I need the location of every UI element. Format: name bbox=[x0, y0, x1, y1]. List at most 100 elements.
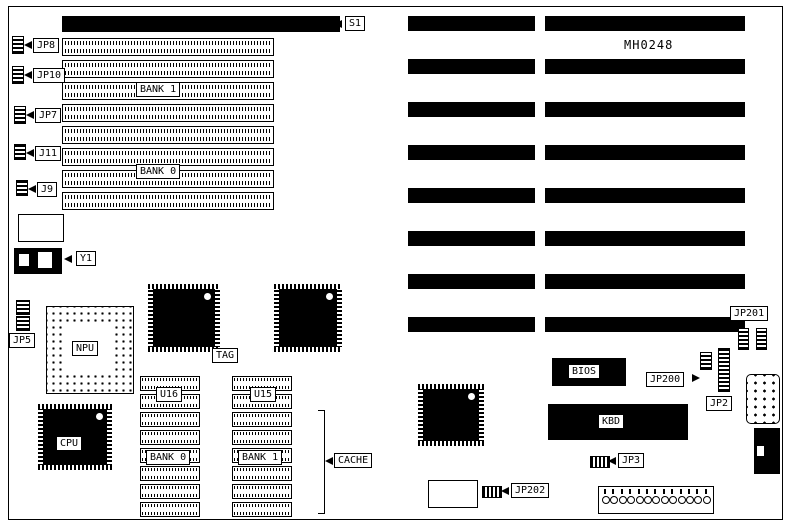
isa-slot-segment bbox=[408, 16, 535, 31]
s1-switch-bar bbox=[62, 16, 340, 32]
power-connector bbox=[746, 374, 780, 424]
cache-socket bbox=[232, 502, 292, 517]
cache-bank1-label: BANK 1 bbox=[238, 450, 283, 465]
header-pin bbox=[618, 496, 627, 504]
qfp-chip bbox=[418, 384, 484, 446]
j11-jumper-icon bbox=[14, 144, 26, 160]
cpu-label: CPU bbox=[56, 436, 83, 451]
header-pin bbox=[602, 496, 610, 504]
jp202-arrow-icon bbox=[501, 487, 509, 495]
jp3-arrow-icon bbox=[608, 457, 616, 465]
jp200-arrow-icon bbox=[692, 374, 700, 382]
cache-column-1 bbox=[140, 376, 200, 518]
header-pin-tick bbox=[696, 489, 699, 494]
header-pin-tick bbox=[704, 489, 707, 494]
cache-socket bbox=[232, 412, 292, 427]
header-pin bbox=[644, 496, 652, 504]
header-pin bbox=[652, 496, 661, 504]
jp200-jumper-icon bbox=[700, 352, 712, 370]
jp8-label: JP8 bbox=[33, 38, 60, 53]
cache-socket bbox=[232, 430, 292, 445]
pin1-dot bbox=[468, 393, 475, 400]
jp10-label: JP10 bbox=[33, 68, 66, 83]
jp2-jumper-icon bbox=[718, 348, 730, 392]
jp3-jumper-icon bbox=[590, 456, 610, 468]
j9-label: J9 bbox=[37, 182, 58, 197]
isa-slot-segment bbox=[408, 188, 535, 203]
din-connector bbox=[754, 428, 780, 474]
header-pin bbox=[627, 496, 636, 504]
isa-slot-segment bbox=[545, 59, 745, 74]
cache-socket bbox=[232, 466, 292, 481]
pin1-dot bbox=[96, 413, 103, 420]
simm-socket bbox=[62, 38, 274, 56]
cache-socket bbox=[140, 376, 200, 391]
header-pin-tick bbox=[662, 489, 665, 494]
header-pin-tick bbox=[629, 489, 632, 494]
jp200-label: JP200 bbox=[646, 372, 685, 387]
jp7-jumper-icon bbox=[14, 106, 26, 124]
y1-pad bbox=[38, 252, 52, 268]
isa-slot-segment bbox=[408, 145, 535, 160]
isa-slot-segment bbox=[545, 274, 745, 289]
pin1-dot bbox=[326, 293, 333, 300]
header-pin bbox=[694, 496, 703, 504]
isa-slot-segment bbox=[408, 102, 535, 117]
isa-slot-segment bbox=[545, 102, 745, 117]
cache-bank0-label: BANK 0 bbox=[146, 450, 191, 465]
header-pin bbox=[660, 496, 669, 504]
jp5-label: JP5 bbox=[9, 333, 36, 348]
y1-label: Y1 bbox=[76, 251, 97, 266]
y1-pad bbox=[19, 254, 29, 266]
header-pin bbox=[702, 496, 711, 504]
header-pin-tick bbox=[604, 489, 606, 494]
jp10-arrow-icon bbox=[24, 71, 32, 79]
cache-bracket bbox=[318, 410, 325, 411]
simm-socket bbox=[62, 60, 274, 78]
component-box bbox=[428, 480, 478, 508]
s1-label: S1 bbox=[345, 16, 366, 31]
component-box bbox=[18, 214, 64, 242]
u16-label: U16 bbox=[156, 387, 183, 402]
cache-socket bbox=[140, 484, 200, 499]
isa-slot-segment bbox=[545, 145, 745, 160]
j11-arrow-icon bbox=[26, 149, 34, 157]
pin1-dot bbox=[204, 293, 211, 300]
cache-socket bbox=[140, 412, 200, 427]
simm-socket bbox=[62, 126, 274, 144]
jp8-arrow-icon bbox=[24, 41, 32, 49]
header-pin bbox=[677, 496, 686, 504]
header-pin bbox=[610, 496, 619, 504]
simm-socket bbox=[62, 170, 274, 188]
isa-slot-segment bbox=[545, 231, 745, 246]
qfp-chip bbox=[148, 284, 220, 352]
jp5-jumper-icon bbox=[16, 316, 30, 331]
header-pin-tick bbox=[637, 489, 640, 494]
part-number: MH0248 bbox=[624, 38, 674, 52]
simm-socket bbox=[62, 192, 274, 210]
jp201-label: JP201 bbox=[730, 306, 769, 321]
cache-socket bbox=[140, 502, 200, 517]
header-pin-tick bbox=[688, 489, 690, 494]
jp202-label: JP202 bbox=[511, 483, 550, 498]
jp201-jumper-icon bbox=[738, 328, 749, 350]
simm-area bbox=[62, 38, 274, 210]
jp3-label: JP3 bbox=[618, 453, 645, 468]
isa-slot-segment bbox=[408, 317, 535, 332]
j9-jumper-icon bbox=[16, 180, 28, 196]
npu-label: NPU bbox=[72, 341, 99, 356]
header-pin bbox=[686, 496, 694, 504]
jp201-jumper-icon bbox=[756, 328, 767, 350]
jp2-label: JP2 bbox=[706, 396, 733, 411]
isa-slot-segment bbox=[408, 231, 535, 246]
simm-bank0-label: BANK 0 bbox=[136, 164, 181, 179]
jp8-jumper-icon bbox=[12, 36, 24, 54]
header-pin bbox=[669, 496, 678, 504]
header-pin-tick bbox=[620, 489, 623, 494]
y1-arrow-icon bbox=[64, 255, 72, 263]
cache-socket bbox=[140, 430, 200, 445]
header-pin-tick bbox=[654, 489, 657, 494]
isa-slot-segment bbox=[545, 317, 745, 332]
jp7-arrow-icon bbox=[26, 111, 34, 119]
header-pin-tick bbox=[612, 489, 615, 494]
